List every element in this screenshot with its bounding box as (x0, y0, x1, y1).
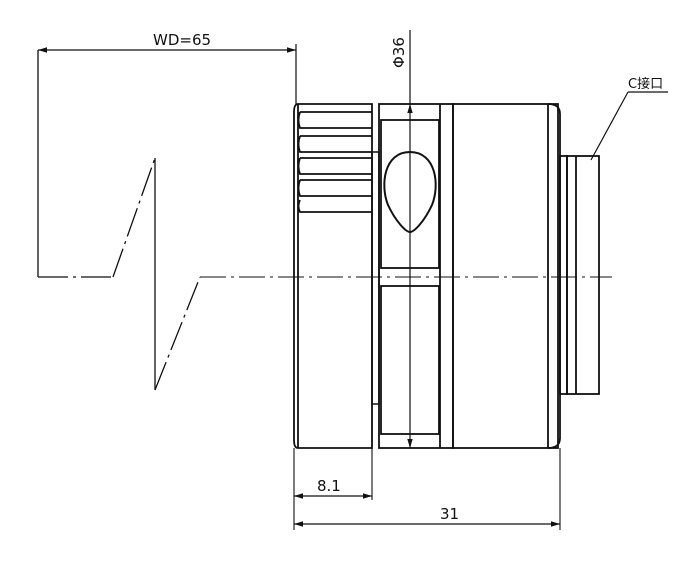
wd-label: WD=65 (153, 31, 211, 49)
overall-length-label: 31 (440, 505, 459, 523)
middle-barrel (378, 103, 454, 449)
main-body (452, 103, 561, 449)
working-distance-bracket (37, 50, 201, 391)
c-mount-thread (559, 155, 600, 395)
wd-dimension (38, 44, 297, 104)
flange-dimension-label: 8.1 (317, 477, 341, 495)
front-focus-ring (293, 103, 373, 449)
intermediate-collar (371, 151, 380, 405)
mount-label: C接口 (628, 76, 663, 92)
diameter-label: Φ36 (390, 37, 408, 68)
bottom-extension-lines (293, 404, 561, 530)
mount-callout-leader (590, 91, 668, 161)
